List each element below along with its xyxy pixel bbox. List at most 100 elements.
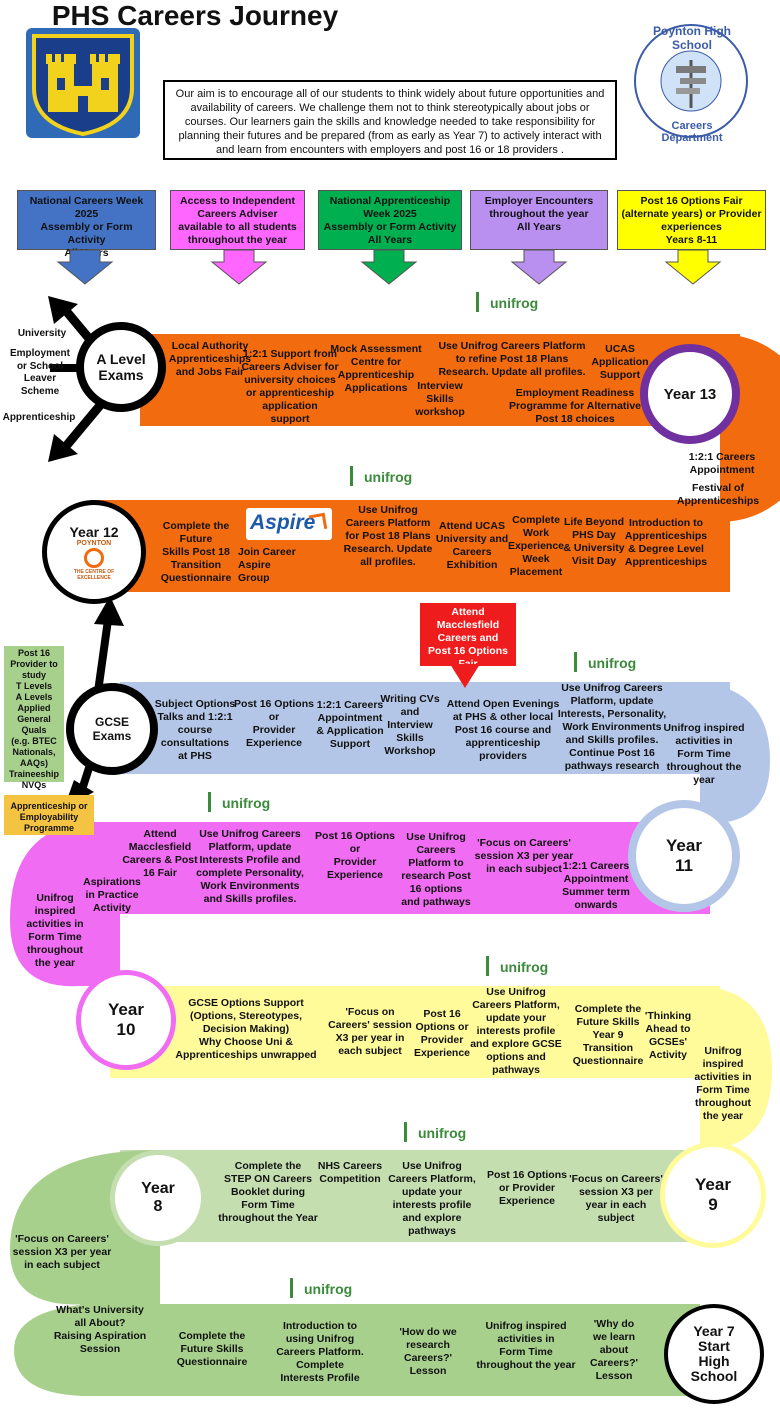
alevel-exams-circle: A Level Exams (76, 322, 166, 412)
y10-item-thinking-ahead: 'Thinking Ahead to GCSEs' Activity (644, 1010, 692, 1061)
intro-text: Our aim is to encourage all of our stude… (163, 80, 617, 160)
unifrog-label: unifrog (418, 1125, 467, 1141)
frog-figure-icon (476, 292, 488, 312)
y11-item-unifrog-form-time: Unifrog inspired activities in Form Time… (26, 892, 84, 969)
y13-item-ucas: UCAS Application Support (591, 343, 649, 381)
year-9-circle: Year 9 (660, 1142, 766, 1248)
y10-item-unifrog-form-time: Unifrog inspired activities in Form Time… (694, 1045, 752, 1122)
y13-item-adviser-support: 1:2:1 Support from Careers Adviser for u… (241, 348, 339, 425)
y11-item-cvs-interview: Writing CVs and Interview Skills Worksho… (380, 693, 440, 757)
aspire-arrow-icon (308, 512, 328, 532)
y7-item-intro-unifrog: Introduction to using Unifrog Careers Pl… (276, 1320, 364, 1384)
y13-item-employment-readiness: Employment Readiness Programme for Alter… (508, 387, 642, 425)
frog-figure-icon (208, 792, 220, 812)
y12-item-work-experience: Complete Work Experience Week Placement (507, 514, 565, 578)
y11-item-form-time: Unifrog inspired activities in Form Time… (663, 722, 745, 786)
event-post16-fair: Post 16 Options Fair (alternate years) o… (617, 190, 766, 250)
y11-item-unifrog-interests: Use Unifrog Careers Platform, update Int… (196, 828, 304, 905)
y11-item-post16-options: Post 16 Options or Provider Experience (315, 830, 395, 881)
y12-item-life-beyond: Life Beyond PHS Day & University Visit D… (563, 516, 625, 567)
y11-item-aspirations: Aspirations in Practice Activity (83, 876, 141, 914)
y10-item-post16-options: Post 16 Options or Provider Experience (413, 1008, 471, 1059)
year-7-circle: Year 7 Start High School (664, 1304, 764, 1404)
y12-item-unifrog-post18: Use Unifrog Careers Platform for Post 18… (343, 504, 433, 568)
page-title: PHS Careers Journey (51, 0, 339, 31)
careers-dept-logo-bottom-text: Careers Department (661, 120, 723, 144)
unifrog-logo: unifrog (208, 792, 270, 812)
y11-item-post16-experience: Post 16 Options or Provider Experience (234, 698, 314, 749)
y10-item-gcse-options: GCSE Options Support (Options, Stereotyp… (175, 997, 317, 1061)
school-crest (26, 28, 140, 138)
y8-item-step-on: Complete the STEP ON Careers Booklet dur… (218, 1160, 318, 1224)
outcome-employment: Employment or School Leaver Scheme (9, 348, 70, 397)
unifrog-logo: unifrog (476, 292, 538, 312)
frog-figure-icon (404, 1122, 416, 1142)
aspire-label: Aspire (250, 511, 316, 534)
unifrog-label: unifrog (588, 655, 637, 671)
poynton-label: POYNTON (76, 539, 112, 547)
y12-item-ucas-exhibition: Attend UCAS University and Careers Exhib… (435, 520, 509, 571)
event-arrows (56, 249, 722, 285)
y11-item-careers-appointment: 1:2:1 Careers Appointment & Application … (316, 699, 384, 750)
careers-dept-logo-top-text: Poynton High School (653, 24, 731, 52)
frog-figure-icon (290, 1278, 302, 1298)
year-13-circle: Year 13 (640, 344, 740, 444)
event-apprenticeship-week: National Apprenticeship Week 2025 Assemb… (318, 190, 462, 250)
unifrog-logo: unifrog (574, 652, 636, 672)
gcse-apprenticeship-box: Apprenticeship or Employability Programm… (4, 795, 94, 835)
careers-dept-logo (632, 22, 750, 140)
y10-item-future-skills-y9: Complete the Future Skills Year 9 Transi… (572, 1003, 644, 1067)
y10-item-unifrog-gcse: Use Unifrog Careers Platform, update you… (470, 986, 562, 1076)
y11-item-macclesfield-fair: Attend Macclesfield Careers & Post 16 Fa… (122, 828, 198, 879)
y11-item-summer-appointment: 1:2:1 Careers Appointment Summer term on… (562, 860, 630, 911)
y11-item-unifrog-profiles: Use Unifrog Careers Platform, update Int… (557, 682, 667, 772)
year-12-label: Year 12 (69, 523, 119, 540)
y7-item-unifrog-form-time: Unifrog inspired activities in Form Time… (476, 1320, 576, 1371)
aspire-logo: Aspire (246, 508, 332, 540)
y12-item-intro-apprenticeships: Introduction to Apprenticeships & Degree… (624, 517, 708, 568)
unifrog-logo: unifrog (486, 956, 548, 976)
y9-item-post16-options: Post 16 Options or Provider Experience (487, 1169, 567, 1207)
y11-item-focus-careers: 'Focus on Careers' session X3 per year i… (474, 837, 574, 875)
y11-item-research-post16: Use Unifrog Careers Platform to research… (401, 831, 471, 908)
callout-pointer (450, 664, 480, 688)
y13-item-jobs-fair: Local Authority Apprenticeships and Jobs… (168, 340, 252, 378)
y7-item-research-careers: 'How do we research Careers?' Lesson (399, 1326, 457, 1377)
unifrog-label: unifrog (364, 469, 413, 485)
gcse-exams-circle: GCSE Exams (66, 683, 158, 775)
unifrog-label: unifrog (304, 1281, 353, 1297)
y13-item-mock-assessment: Mock Assessment Centre for Apprenticeshi… (330, 343, 422, 394)
y12-item-career-aspire: Join Career Aspire Group (238, 546, 296, 584)
y7-item-university-about: What's University all About? Raising Asp… (53, 1304, 147, 1355)
year-10-circle: Year 10 (76, 970, 176, 1070)
y10-item-focus-careers: 'Focus on Careers' session X3 per year i… (328, 1006, 412, 1057)
unifrog-label: unifrog (490, 295, 539, 311)
year-12-circle: Year 12 POYNTON THE CENTRE OF EXCELLENCE (42, 500, 146, 604)
y8-item-nhs-competition: NHS Careers Competition (317, 1160, 383, 1185)
unifrog-logo: unifrog (350, 466, 412, 486)
unifrog-label: unifrog (222, 795, 271, 811)
y13-item-unifrog-post18: Use Unifrog Careers Platform to refine P… (438, 340, 586, 378)
unifrog-label: unifrog (500, 959, 549, 975)
year-11-circle: Year 11 (628, 800, 740, 912)
y9-item-focus-careers: 'Focus on Careers' session X3 per year i… (569, 1173, 663, 1224)
y11-item-open-evenings: Attend Open Evenings at PHS & other loca… (446, 698, 560, 762)
outcome-apprenticeship: Apprenticeship (2, 412, 76, 423)
outcome-university: University (17, 328, 67, 339)
centre-excellence-icon (84, 547, 104, 568)
year-8-circle: Year 8 (110, 1150, 206, 1246)
y7-item-future-skills: Complete the Future Skills Questionnaire (176, 1330, 248, 1368)
frog-figure-icon (574, 652, 586, 672)
y13-item-careers-appointment: 1:2:1 Careers Appointment (688, 451, 756, 476)
y11-item-subject-options: Subject Options Talks and 1:2:1 course c… (154, 698, 236, 762)
y13-item-festival: Festival of Apprenticeships (676, 482, 760, 507)
centre-label: THE CENTRE OF EXCELLENCE (73, 568, 115, 581)
unifrog-logo: unifrog (290, 1278, 352, 1298)
y8-item-focus-careers: 'Focus on Careers' session X3 per year i… (12, 1233, 112, 1271)
unifrog-logo: unifrog (404, 1122, 466, 1142)
y7-item-why-learn: 'Why do we learn about Careers?' Lesson (589, 1318, 639, 1382)
y12-item-future-skills: Complete the Future Skills Post 18 Trans… (160, 520, 232, 584)
y8-item-unifrog-pathways: Use Unifrog Careers Platform, update you… (388, 1160, 476, 1237)
y11-callout-macclesfield: Attend Macclesfield Careers and Post 16 … (420, 603, 516, 670)
